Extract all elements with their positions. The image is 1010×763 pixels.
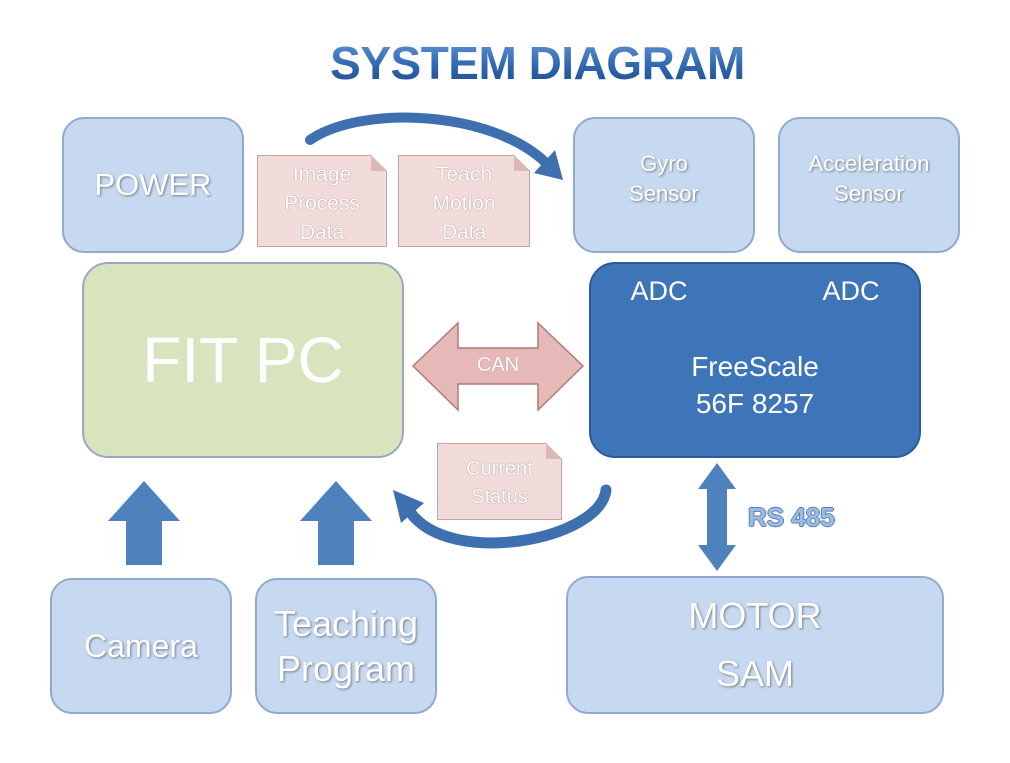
rs485-double-arrow: [698, 463, 736, 571]
bottom-curved-arrowhead: [393, 490, 424, 523]
motor-sam-box: MOTOR SAM: [566, 576, 944, 714]
current-status-line: Current: [466, 458, 533, 480]
adc-right-label: ADC: [822, 276, 880, 306]
image-process-data-doc: Image Process Data: [257, 155, 387, 247]
camera-box: Camera: [50, 578, 232, 714]
freescale-model-line: 56F 8257: [695, 388, 815, 419]
teach-motion-data-doc: Teach Motion Data: [398, 155, 530, 247]
fit-pc-box: FIT PC: [82, 262, 404, 458]
teaching-program-box: Teaching Program: [255, 578, 437, 714]
bottom-curved-arrow: [404, 484, 612, 549]
top-curved-arrow: [305, 112, 550, 167]
teaching-program-line: Program: [276, 648, 416, 689]
teaching-up-arrow: [300, 481, 372, 565]
power-box: POWER: [62, 117, 244, 253]
can-double-arrow: [411, 321, 585, 412]
teach-motion-data-line: Teach: [435, 163, 493, 186]
image-process-data-line: Data: [299, 221, 345, 244]
current-status-doc: Current Status: [437, 443, 562, 520]
acceleration-sensor-box: Acceleration Sensor: [778, 117, 960, 253]
camera-up-arrow: [108, 481, 180, 565]
teach-motion-data-line: Motion: [432, 192, 496, 215]
top-curved-arrowhead: [534, 150, 563, 180]
teach-motion-data-line: Data: [441, 221, 487, 244]
motor-sam-line: SAM: [715, 653, 794, 694]
current-status-line: Status: [471, 486, 528, 508]
image-process-data-line: Process: [284, 192, 360, 215]
gyro-sensor-line: Gyro: [640, 151, 688, 176]
can-label: CAN: [476, 354, 520, 376]
gyro-sensor-box: Gyro Sensor: [573, 117, 755, 253]
diagram-title: SYSTEM DIAGRAM: [300, 36, 775, 90]
acceleration-sensor-line: Sensor: [834, 181, 904, 206]
power-label: POWER: [94, 167, 212, 202]
freescale-name-line: FreeScale: [691, 351, 819, 382]
acceleration-sensor-line: Acceleration: [808, 151, 930, 176]
freescale-box: ADC ADC FreeScale 56F 8257: [589, 262, 921, 458]
fit-pc-label: FIT PC: [142, 324, 344, 396]
gyro-sensor-line: Sensor: [629, 181, 699, 206]
teaching-program-line: Teaching: [273, 603, 419, 644]
adc-left-label: ADC: [630, 276, 688, 306]
motor-sam-line: MOTOR: [688, 595, 822, 636]
image-process-data-line: Image: [292, 163, 352, 186]
rs485-label: RS 485: [748, 502, 835, 532]
camera-label: Camera: [84, 627, 198, 664]
